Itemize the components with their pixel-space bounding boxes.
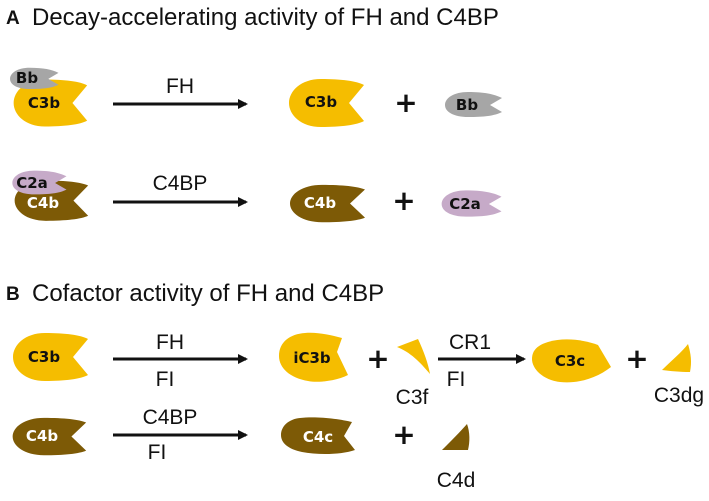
c4b-substrate: C4b [12, 417, 87, 456]
arrow-label-fi: FI [148, 441, 167, 464]
c4b-c2a-complex: C2a C4b [12, 170, 89, 221]
c2a-label: C2a [449, 195, 481, 213]
arrow-label-c4bp: C4BP [153, 172, 208, 195]
c3dg-shape [662, 344, 692, 372]
ic3b-label: iC3b [293, 349, 331, 367]
c2a-label: C2a [16, 174, 48, 192]
c3b-label: C3b [305, 93, 337, 111]
bb-label: Bb [456, 96, 478, 114]
c4d-shape [442, 424, 470, 450]
bb-label: Bb [16, 69, 38, 87]
arrow-label-fh: FH [156, 331, 184, 354]
plus-sign: + [394, 86, 417, 119]
section-b-title: Cofactor activity of FH and C4BP [32, 280, 384, 307]
c4d-label: C4d [437, 469, 476, 492]
arrow-label-cr1: CR1 [449, 331, 491, 354]
c3c-shape [532, 339, 611, 383]
c4c-shape [281, 417, 355, 455]
c4c-product: C4c [281, 417, 355, 455]
plus-sign: + [392, 418, 415, 451]
c3b-substrate: C3b [13, 333, 88, 381]
c4d-fragment: C4d [437, 424, 476, 492]
section-a-letter: A [6, 8, 20, 29]
c3dg-fragment: C3dg [654, 344, 704, 407]
c3b-label: C3b [28, 94, 60, 112]
plus-sign: + [366, 342, 389, 375]
c3c-label: C3c [555, 352, 585, 370]
arrow-label-fi: FI [447, 368, 466, 391]
c3dg-label: C3dg [654, 384, 704, 407]
c4b-product: C4b [290, 184, 365, 223]
c3b-label: C3b [28, 348, 60, 366]
c3f-label: C3f [396, 386, 429, 409]
section-a-title: Decay-accelerating activity of FH and C4… [32, 4, 499, 31]
c3b-product: C3b [289, 79, 364, 127]
ic3b-product: iC3b [279, 332, 348, 382]
c3f-shape [397, 339, 430, 374]
c4b-label: C4b [26, 427, 58, 445]
arrow-label-c4bp: C4BP [143, 406, 198, 429]
c3f-fragment: C3f [396, 339, 430, 409]
c2a-product: C2a [441, 190, 502, 217]
c3b-bb-complex: Bb C3b [10, 67, 88, 127]
plus-sign: + [625, 342, 648, 375]
plus-sign: + [392, 184, 415, 217]
c4c-label: C4c [303, 428, 333, 446]
arrow-label-fi: FI [156, 368, 175, 391]
c4b-label: C4b [304, 194, 336, 212]
bb-product: Bb [445, 92, 502, 117]
arrow-label-fh: FH [166, 75, 194, 98]
c3c-product: C3c [532, 339, 611, 383]
c4b-label: C4b [27, 194, 59, 212]
section-b-letter: B [6, 284, 20, 305]
ic3b-shape [279, 332, 348, 382]
